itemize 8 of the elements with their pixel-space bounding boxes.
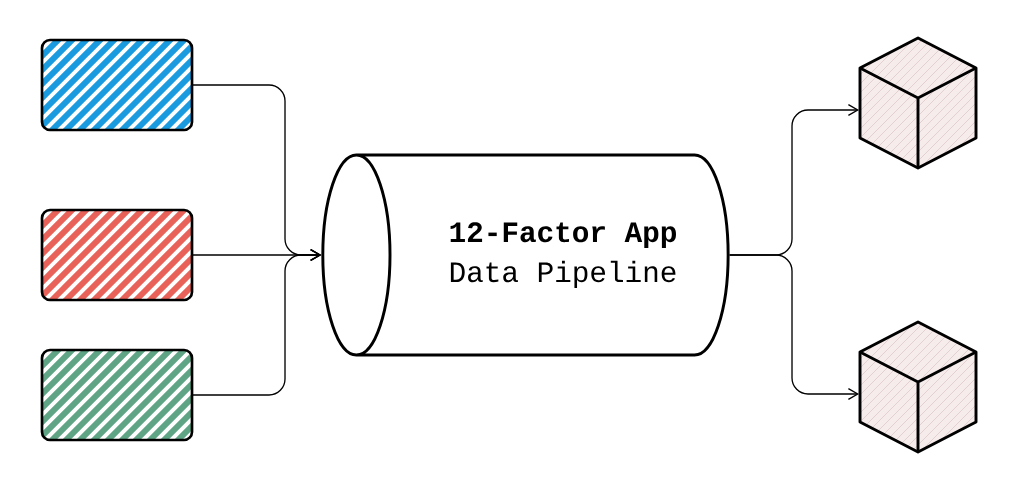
pipeline-cylinder: 12-Factor App Data Pipeline <box>321 153 730 357</box>
arrow <box>728 254 860 400</box>
striped-box <box>40 348 194 442</box>
striped-box <box>40 208 194 302</box>
striped-box <box>40 38 194 132</box>
cube-drawing <box>858 36 978 170</box>
cube-drawing <box>858 320 978 454</box>
arrow <box>191 249 322 396</box>
